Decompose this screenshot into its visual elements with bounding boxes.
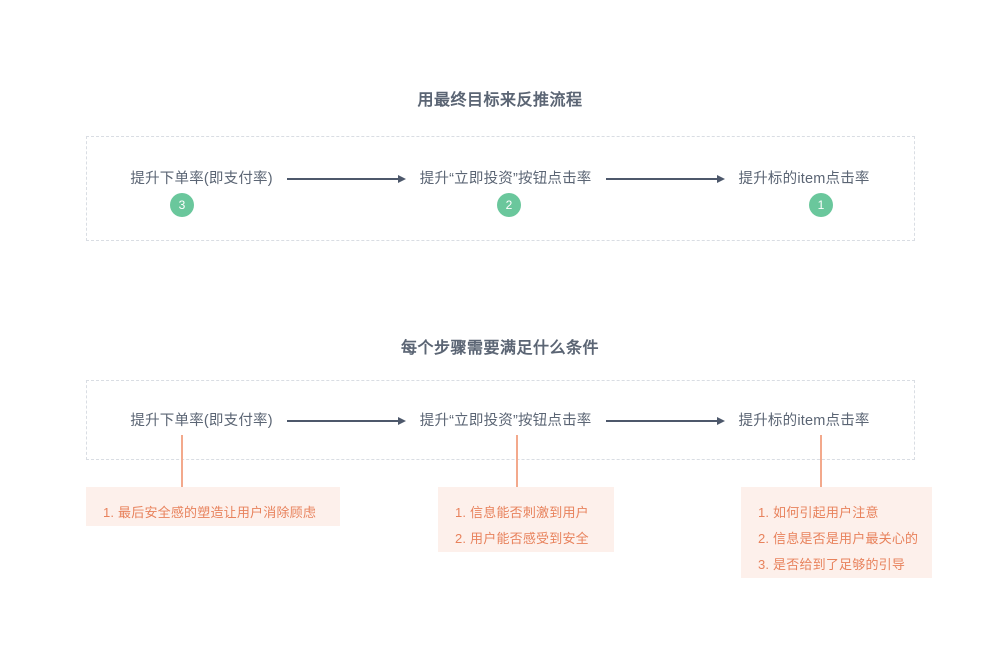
flow-container-goal-flow <box>86 136 915 241</box>
flow-arrow-4 <box>605 417 725 425</box>
condition-box-2: 1. 信息能否刺激到用户 2. 用户能否感受到安全 <box>438 487 614 552</box>
arrow-shaft <box>605 420 718 422</box>
arrow-head-icon <box>716 417 725 425</box>
step-badge-3: 3 <box>170 193 194 217</box>
flow-node-invest-button[interactable]: 提升“立即投资”按钮点击率 <box>419 171 592 187</box>
condition-item: 3. 是否给到了足够的引导 <box>758 557 906 572</box>
flow-row-conditions: 提升下单率(即支付率) 提升“立即投资”按钮点击率 提升标的item点击率 <box>0 410 1000 432</box>
arrow-shaft <box>286 178 399 180</box>
flow-row-goal: 提升下单率(即支付率) 提升“立即投资”按钮点击率 提升标的item点击率 <box>0 168 1000 190</box>
section-title-step-conditions: 每个步骤需要满足什么条件 <box>400 340 599 357</box>
connector-line-1 <box>181 435 183 489</box>
condition-box-1: 1. 最后安全感的塑造让用户消除顾虑 <box>86 487 340 526</box>
flow-arrow-2 <box>605 175 725 183</box>
flow-node-payment-rate[interactable]: 提升下单率(即支付率) <box>130 171 273 187</box>
flow-node-item-click-2[interactable]: 提升标的item点击率 <box>738 413 870 429</box>
arrow-shaft <box>605 178 718 180</box>
section-title-goal-flow: 用最终目标来反推流程 <box>417 92 583 109</box>
flow-node-invest-button-2[interactable]: 提升“立即投资”按钮点击率 <box>419 413 592 429</box>
connector-line-3 <box>820 435 822 489</box>
badge-row: 3 2 1 <box>0 193 1000 217</box>
flow-node-item-click[interactable]: 提升标的item点击率 <box>738 171 870 187</box>
flow-arrow-3 <box>286 417 406 425</box>
arrow-head-icon <box>397 417 406 425</box>
arrow-head-icon <box>397 175 406 183</box>
arrow-shaft <box>286 420 399 422</box>
condition-item: 1. 最后安全感的塑造让用户消除顾虑 <box>103 505 317 520</box>
condition-item: 2. 信息是否是用户最关心的 <box>758 531 919 546</box>
step-badge-1: 1 <box>809 193 833 217</box>
condition-item: 1. 信息能否刺激到用户 <box>455 505 589 520</box>
condition-item: 1. 如何引起用户注意 <box>758 505 879 520</box>
arrow-head-icon <box>716 175 725 183</box>
flow-arrow-1 <box>286 175 406 183</box>
flow-container-conditions <box>86 380 915 460</box>
step-badge-2: 2 <box>497 193 521 217</box>
condition-box-3: 1. 如何引起用户注意 2. 信息是否是用户最关心的 3. 是否给到了足够的引导 <box>741 487 932 578</box>
flow-node-payment-rate-2[interactable]: 提升下单率(即支付率) <box>130 413 273 429</box>
condition-item: 2. 用户能否感受到安全 <box>455 531 589 546</box>
connector-line-2 <box>516 435 518 489</box>
